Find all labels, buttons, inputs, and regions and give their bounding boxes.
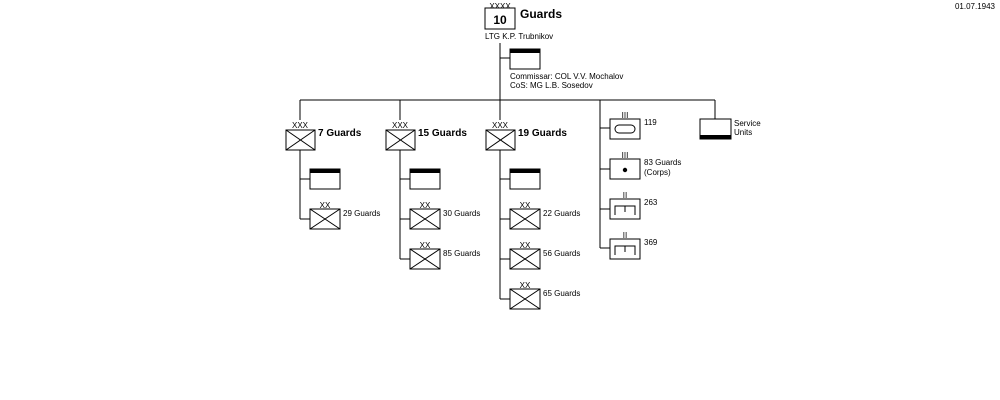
artillery-dot-icon <box>622 167 628 173</box>
corps-15-guards: XXX 15 Guards XX 30 Guards XX 85 Guards <box>385 121 480 270</box>
division-label: 22 Guards <box>543 209 580 218</box>
support-unit-119: III 119 <box>600 111 657 140</box>
corps-echelon-marker: XXX <box>292 121 309 130</box>
support-echelon-marker: III <box>622 151 629 160</box>
division-label: 29 Guards <box>343 209 380 218</box>
support-unit-369: II 369 <box>600 231 658 260</box>
infantry-cross-b <box>285 129 316 151</box>
corps-hq-bar <box>410 169 440 173</box>
corps-name: 19 Guards <box>518 128 567 139</box>
division-echelon-marker: XX <box>420 201 431 210</box>
division-echelon-marker: XX <box>420 241 431 250</box>
corps-name: 15 Guards <box>418 128 467 139</box>
corps-hq-bar <box>510 169 540 173</box>
division-label: 30 Guards <box>443 209 480 218</box>
division-echelon-marker: XX <box>520 241 531 250</box>
army-hq: XXXX 10 Guards LTG K.P. Trubnikov <box>484 2 562 41</box>
infantry-cross-b <box>509 248 541 270</box>
division-echelon-marker: XX <box>520 201 531 210</box>
division-echelon-marker: XX <box>520 281 531 290</box>
support-echelon-marker: III <box>622 111 629 120</box>
infantry-cross-b <box>509 208 541 230</box>
infantry-cross-b <box>309 208 341 230</box>
service-units-label-line1: Service <box>734 119 761 128</box>
division-label: 65 Guards <box>543 289 580 298</box>
tank-track-icon <box>614 124 636 134</box>
division-label: 56 Guards <box>543 249 580 258</box>
support-unit-83-guards: III 83 Guards (Corps) <box>600 151 681 180</box>
infantry-cross-b <box>409 248 441 270</box>
support-unit-263: II 263 <box>600 191 658 220</box>
support-label: 369 <box>644 238 658 247</box>
infantry-cross-b <box>385 129 416 151</box>
engineer-icon <box>614 245 636 255</box>
army-number: 10 <box>493 13 507 27</box>
support-echelon-marker: II <box>623 231 627 240</box>
infantry-cross-b <box>485 129 516 151</box>
staff-commissar: Commissar: COL V.V. Mochalov <box>510 72 623 81</box>
infantry-cross-b <box>409 208 441 230</box>
date-label: 01.07.1943 <box>955 2 996 11</box>
support-label: 119 <box>644 118 657 127</box>
corps-echelon-marker: XXX <box>492 121 509 130</box>
army-commander: LTG K.P. Trubnikov <box>485 32 553 41</box>
support-unit-symbol <box>609 118 641 140</box>
corps-echelon-marker: XXX <box>392 121 409 130</box>
division-label: 85 Guards <box>443 249 480 258</box>
army-echelon-marker: XXXX <box>489 2 511 11</box>
service-units-bar <box>700 135 731 139</box>
service-units-label-line2: Units <box>734 128 752 137</box>
support-echelon-marker: II <box>623 191 627 200</box>
support-label: 263 <box>644 198 658 207</box>
corps-name: 7 Guards <box>318 128 362 139</box>
corps-hq-bar <box>310 169 340 173</box>
staff-symbol-bar <box>510 49 540 53</box>
corps-19-guards: XXX 19 Guards XX 22 Guards XX 56 Guards … <box>485 121 580 310</box>
division-echelon-marker: XX <box>320 201 331 210</box>
service-units: Service Units <box>699 118 761 140</box>
staff-hq: Commissar: COL V.V. Mochalov CoS: MG L.B… <box>509 48 623 90</box>
staff-cos: CoS: MG L.B. Sosedov <box>510 81 593 90</box>
army-name: Guards <box>520 7 562 21</box>
infantry-cross-b <box>509 288 541 310</box>
support-label: 83 Guards <box>644 158 681 167</box>
army-symbol-box <box>484 7 516 30</box>
corps-7-guards: XXX 7 Guards XX 29 Guards <box>285 121 380 230</box>
support-sublabel: (Corps) <box>644 168 671 177</box>
engineer-icon <box>614 205 636 215</box>
